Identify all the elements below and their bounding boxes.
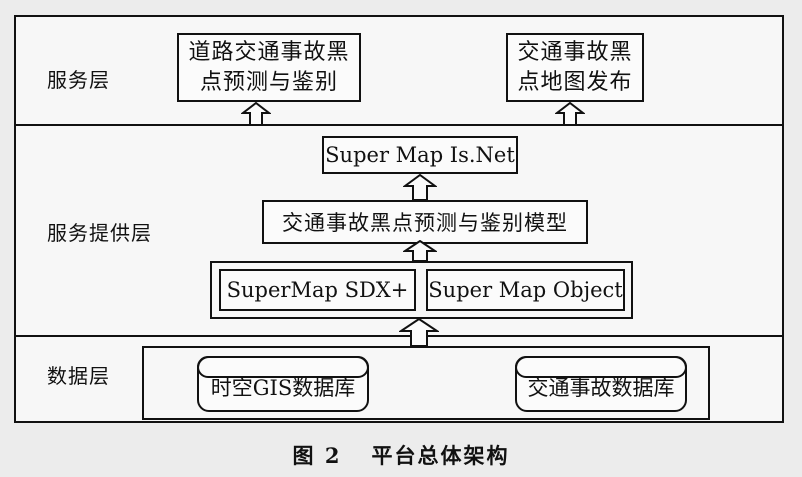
database-spatiotemporal-gis-label: 时空GIS数据库 bbox=[210, 376, 356, 400]
database-spatiotemporal-gis: 时空GIS数据库 bbox=[197, 356, 369, 412]
box-blackspot-predict-line-1: 道路交通事故黑 bbox=[188, 39, 350, 65]
figure-caption: 图 2 平台总体架构 bbox=[0, 440, 802, 470]
divider-provider-data bbox=[14, 335, 784, 337]
box-data-sources bbox=[142, 346, 710, 420]
arrow-up-icon bbox=[555, 102, 585, 126]
box-supermap-object: Super Map Object bbox=[426, 269, 625, 311]
arrow-up-icon bbox=[403, 174, 437, 201]
arrow-up-icon bbox=[399, 318, 439, 347]
database-traffic-accidents: 交通事故数据库 bbox=[515, 356, 687, 412]
box-map-publish-line-1: 交通事故黑 bbox=[517, 39, 633, 65]
box-supermap-components bbox=[210, 261, 633, 319]
figure-title: 平台总体架构 bbox=[371, 443, 510, 468]
box-map-publish: 交通事故黑 点地图发布 bbox=[506, 33, 644, 102]
box-blackspot-predict-line-2: 点预测与鉴别 bbox=[199, 69, 338, 95]
box-blackspot-model: 交通事故黑点预测与鉴别模型 bbox=[262, 200, 588, 244]
layer-label-service: 服务层 bbox=[47, 68, 110, 92]
layer-label-data: 数据层 bbox=[47, 364, 110, 388]
database-traffic-accidents-label: 交通事故数据库 bbox=[527, 376, 675, 400]
arrow-up-icon bbox=[403, 240, 437, 262]
arrow-up-icon bbox=[241, 102, 271, 126]
box-supermap-sdx: SuperMap SDX+ bbox=[219, 269, 416, 311]
layer-label-provider: 服务提供层 bbox=[47, 221, 152, 245]
divider-service-provider bbox=[14, 124, 784, 126]
box-blackspot-predict: 道路交通事故黑 点预测与鉴别 bbox=[177, 33, 361, 102]
box-map-publish-line-2: 点地图发布 bbox=[517, 69, 633, 95]
figure-number: 图 2 bbox=[292, 443, 342, 468]
box-supermap-isnet: Super Map Is.Net bbox=[322, 136, 518, 174]
